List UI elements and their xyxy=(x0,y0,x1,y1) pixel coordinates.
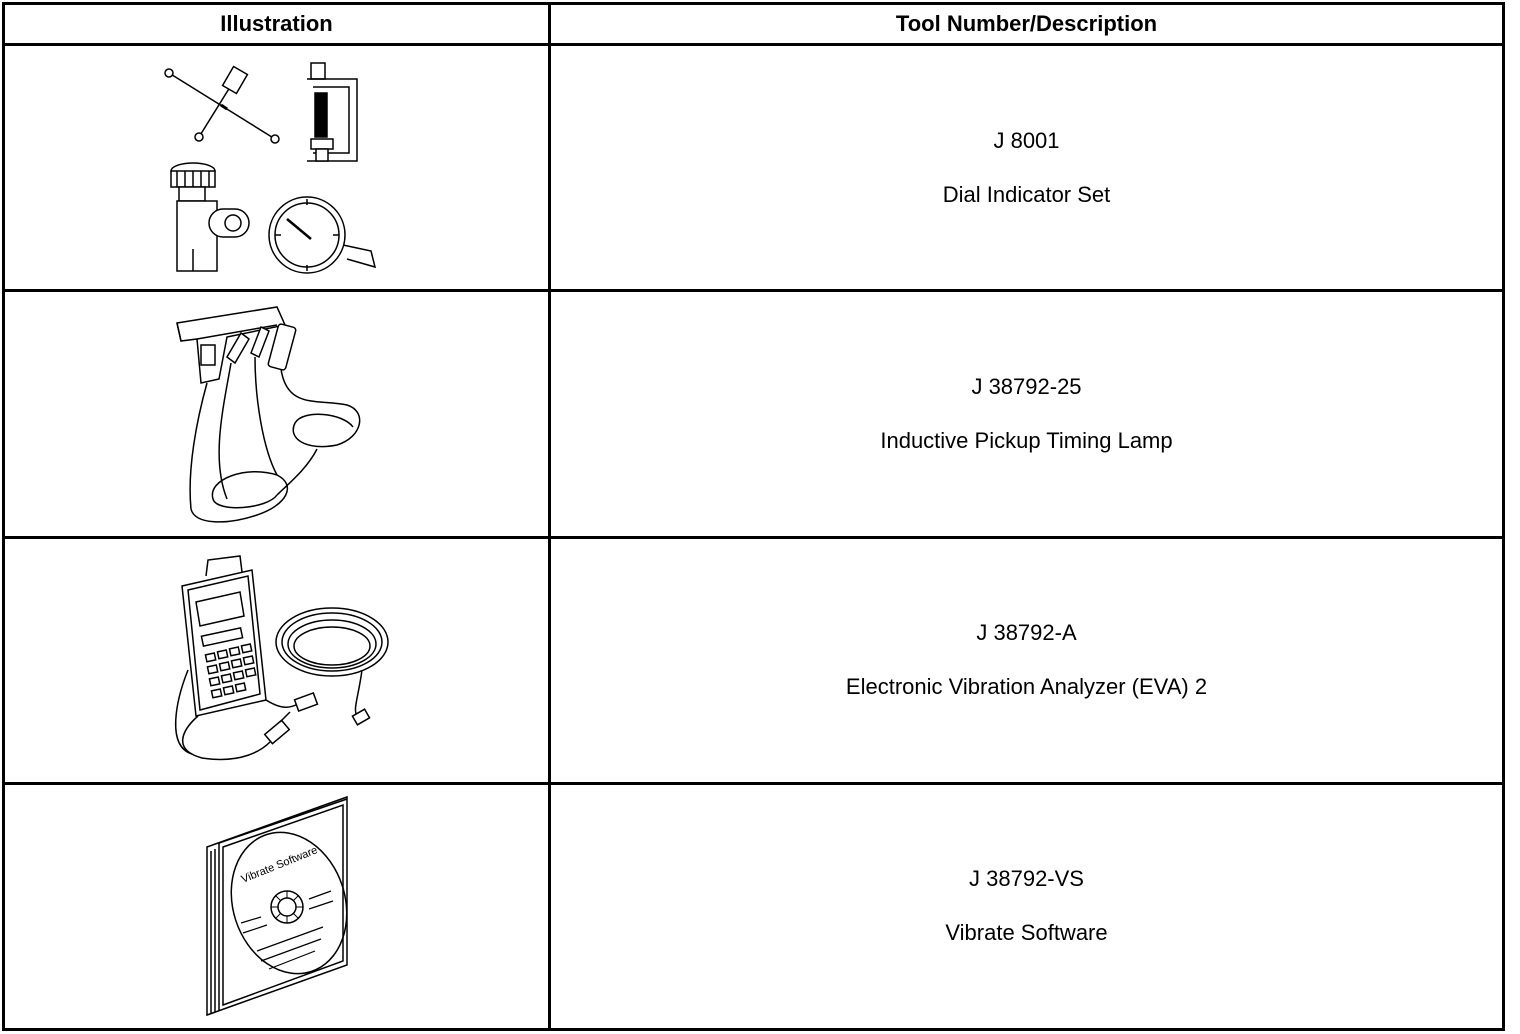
vibration-analyzer-icon xyxy=(162,550,392,770)
table-row: J 38792-25 Inductive Pickup Timing Lamp xyxy=(2,289,1505,539)
software-cd-icon: Vibrate Software xyxy=(197,791,357,1021)
table-row: J 8001 Dial Indicator Set xyxy=(2,42,1505,293)
timing-lamp-icon xyxy=(167,299,387,529)
illustration-header: Illustration xyxy=(2,2,551,46)
table-row: Vibrate Software xyxy=(2,781,1505,1032)
illustration-cell xyxy=(2,535,551,785)
tool-number: J 8001 xyxy=(993,127,1060,153)
description-cell: J 8001 Dial Indicator Set xyxy=(548,42,1505,293)
description-cell: J 38792-VS Vibrate Software xyxy=(548,781,1505,1032)
tool-header: Tool Number/Description xyxy=(548,2,1505,46)
tool-number: J 38792-A xyxy=(976,620,1077,646)
description-cell: J 38792-A Electronic Vibration Analyzer … xyxy=(548,535,1505,785)
description-cell: J 38792-25 Inductive Pickup Timing Lamp xyxy=(548,289,1505,539)
table-row: J 38792-A Electronic Vibration Analyzer … xyxy=(2,535,1505,785)
tool-description: Inductive Pickup Timing Lamp xyxy=(880,427,1173,453)
tool-number: J 38792-25 xyxy=(971,373,1082,399)
tool-description: Vibrate Software xyxy=(945,920,1108,946)
tool-description: Electronic Vibration Analyzer (EVA) 2 xyxy=(845,674,1208,700)
illustration-cell xyxy=(2,289,551,539)
header-row: Illustration Tool Number/Description xyxy=(2,2,1505,46)
tool-number: J 38792-VS xyxy=(969,866,1084,892)
tool-description: Dial Indicator Set xyxy=(942,181,1111,207)
illustration-cell xyxy=(2,42,551,293)
dial-indicator-set-icon xyxy=(157,53,397,283)
illustration-cell: Vibrate Software xyxy=(2,781,551,1032)
